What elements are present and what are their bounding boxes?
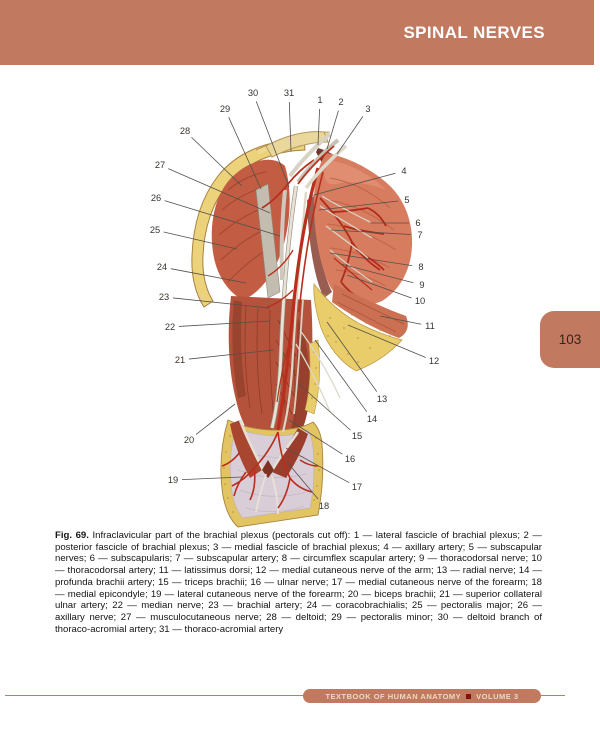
leader-line-12 [347, 324, 426, 358]
leader-line-5 [318, 200, 399, 211]
figure-label-17: 17 [352, 482, 362, 492]
figure-label-21: 21 [175, 355, 185, 365]
leader-line-16 [288, 419, 343, 455]
chapter-header: SPINAL NERVES [0, 0, 594, 65]
figure-label-20: 20 [184, 435, 194, 445]
leader-line-11 [379, 315, 422, 325]
leader-line-8 [329, 252, 413, 267]
leader-line-24 [170, 268, 247, 284]
figure-label-16: 16 [345, 454, 355, 464]
figure-caption: Fig. 69. Infraclavicular part of the bra… [55, 530, 542, 635]
leader-line-13 [326, 321, 378, 392]
figure-label-1: 1 [317, 95, 322, 105]
leader-line-17 [285, 447, 350, 484]
forearm-block [220, 419, 324, 528]
figure-caption-label: Fig. 69. [55, 530, 89, 541]
fat-stipple-dots [311, 294, 391, 399]
figure-label-19: 19 [168, 475, 178, 485]
figure-label-3: 3 [365, 104, 370, 114]
figure-label-23: 23 [159, 292, 169, 302]
leader-line-20 [195, 403, 236, 435]
forearm-fat-dots [223, 435, 320, 513]
leader-line-27 [168, 168, 271, 214]
figure-label-22: 22 [165, 322, 175, 332]
leader-line-14 [314, 339, 368, 412]
footer-book-title: TEXTBOOK OF HUMAN ANATOMY [325, 691, 462, 701]
leader-line-26 [164, 200, 281, 237]
figure-label-6: 6 [415, 218, 420, 228]
figure-caption-text: Infraclavicular part of the brachial ple… [55, 530, 542, 635]
chapter-title: SPINAL NERVES [403, 22, 545, 42]
figure-label-28: 28 [180, 126, 190, 136]
figure-label-7: 7 [417, 230, 422, 240]
figure-label-4: 4 [401, 166, 406, 176]
leader-line-29 [228, 117, 262, 190]
page-number: 103 [558, 332, 582, 347]
figure-label-9: 9 [419, 280, 424, 290]
leader-line-1 [317, 108, 321, 146]
leader-line-9 [340, 263, 414, 284]
artery-network [221, 159, 373, 509]
footer-rule [5, 695, 565, 696]
figure-label-13: 13 [377, 394, 387, 404]
leader-line-19 [181, 476, 243, 481]
page-number-tab: 103 [540, 311, 600, 368]
figure-label-12: 12 [429, 356, 439, 366]
leader-line-30 [255, 101, 290, 188]
leader-line-23 [172, 297, 270, 309]
leader-line-18 [286, 461, 319, 500]
figure-label-8: 8 [418, 262, 423, 272]
figure-label-14: 14 [367, 414, 377, 424]
figure-label-30: 30 [248, 88, 258, 98]
figure-label-5: 5 [404, 195, 409, 205]
leader-line-21 [188, 349, 275, 360]
axillary-fat [304, 283, 403, 415]
figure-label-10: 10 [415, 296, 425, 306]
figure-label-15: 15 [352, 431, 362, 441]
leader-line-31 [288, 101, 292, 152]
leader-line-2 [326, 110, 339, 150]
figure-label-11: 11 [425, 321, 435, 331]
footer-volume: VOLUME 3 [476, 691, 519, 701]
leader-line-25 [163, 231, 238, 250]
figure-label-27: 27 [155, 160, 165, 170]
figure-label-18: 18 [319, 501, 329, 511]
footer-pill: TEXTBOOK OF HUMAN ANATOMY VOLUME 3 [303, 689, 541, 703]
leader-line-28 [191, 136, 243, 187]
leader-line-7 [330, 229, 412, 235]
clavicle-fascicles [265, 131, 348, 190]
leader-line-4 [309, 172, 396, 197]
figure-label-29: 29 [220, 104, 230, 114]
leader-line-10 [346, 274, 412, 299]
figure-label-31: 31 [284, 88, 294, 98]
pectoral-mass [313, 153, 413, 305]
leader-line-22 [178, 320, 271, 327]
figure-label-24: 24 [157, 262, 167, 272]
leader-line-3 [336, 116, 364, 155]
figure-label-26: 26 [151, 193, 161, 203]
figure-label-2: 2 [338, 97, 343, 107]
leader-line-15 [298, 383, 351, 431]
footer-separator-square [466, 693, 472, 699]
figure-label-25: 25 [150, 225, 160, 235]
